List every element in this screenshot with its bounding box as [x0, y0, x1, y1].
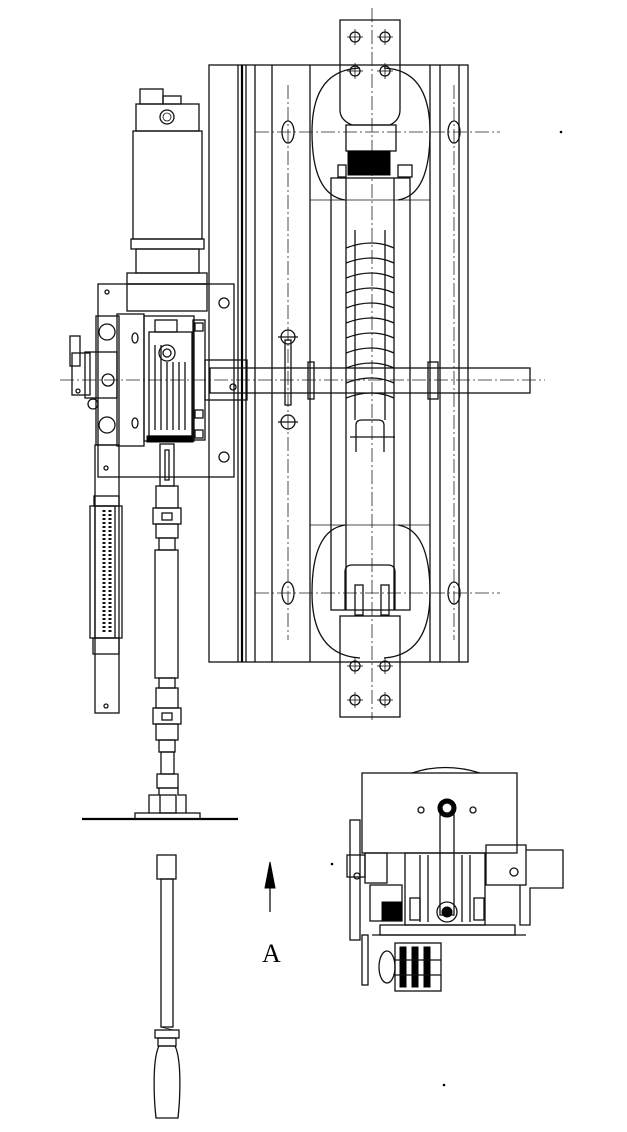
operating-shaft	[60, 329, 545, 430]
drive-rod	[82, 443, 238, 821]
interrupter-column	[330, 177, 411, 611]
view-arrow	[264, 861, 276, 912]
bottom-terminal	[311, 524, 431, 718]
view-label-a: A	[262, 939, 281, 968]
mechanism-plate	[95, 283, 235, 478]
view-a-mechanism	[346, 766, 564, 992]
auxiliary-switch	[89, 444, 123, 714]
switch-frame	[208, 8, 500, 720]
side-bracket	[69, 335, 118, 410]
crank-handle	[153, 854, 181, 1119]
top-terminal	[311, 19, 431, 201]
motor	[126, 88, 208, 312]
